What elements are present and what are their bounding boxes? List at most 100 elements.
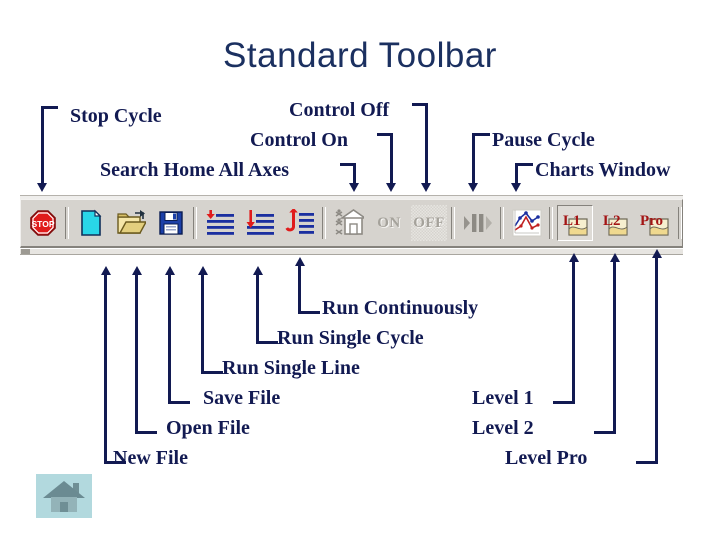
connector-open-file-horizontal [135,431,157,434]
connector-level-pro-vertical [655,258,658,464]
connector-level-pro-arrow [652,249,662,258]
toolbar-button-run-single-line[interactable] [202,205,238,241]
connector-save-file-arrow [165,266,175,275]
connector-control-off-vertical [425,103,428,184]
connector-run-continuously-arrow [295,257,305,266]
pause-cycle-icon [463,212,493,234]
connector-level-1-horizontal [553,401,575,404]
toolbar-separator-6 [549,207,553,239]
toolbar-button-run-single-cycle[interactable] [242,205,278,241]
callout-label-stop-cycle: Stop Cycle [70,105,162,127]
connector-run-single-cycle-vertical [256,275,259,344]
callout-label-level-pro: Level Pro [505,447,588,469]
toolbar-separator-2 [193,207,197,239]
toolbar-rail-bottom [20,249,683,255]
connector-pause-cycle-vertical [472,133,475,184]
connector-new-file-horizontal [104,461,126,464]
connector-pause-cycle-horizontal [472,133,490,136]
callout-label-control-off: Control Off [289,99,390,121]
connector-run-single-line-vertical [201,275,204,374]
toolbar-button-level-pro[interactable]: Pro [637,205,673,241]
connector-save-file-horizontal [168,401,190,404]
connector-level-2-vertical [613,262,616,434]
toolbar-separator-4 [451,207,455,239]
connector-search-home-vertical [353,163,356,184]
connector-new-file-arrow [101,266,111,275]
connector-search-home-horizontal [340,163,356,166]
connector-level-2-arrow [610,253,620,262]
connector-control-off-arrow [421,183,431,192]
toolbar-button-stop[interactable]: STOP [25,205,61,241]
level-1-icon: L1 [560,209,590,237]
toolbar-rail-top [20,195,683,199]
connector-charts-window-vertical [515,163,518,184]
callout-label-save-file: Save File [203,387,281,409]
toolbar-grip[interactable] [21,249,30,254]
connector-level-1-vertical [572,262,575,404]
callout-label-control-on: Control On [250,129,348,151]
home-icon [36,474,92,518]
callout-label-run-continuously: Run Continuously [322,297,479,319]
callout-label-charts-window: Charts Window [535,159,671,181]
run-single-cycle-icon [245,209,275,237]
connector-run-continuously-horizontal [298,311,320,314]
connector-save-file-vertical [168,275,171,404]
connector-control-on-horizontal [377,133,393,136]
charts-window-icon [512,209,542,237]
toolbar-separator-1 [65,207,69,239]
toolbar-separator-5 [500,207,504,239]
toolbar-button-new-file[interactable] [73,205,109,241]
toolbar-button-pause-cycle[interactable] [460,205,496,241]
stop-sign-icon: STOP [29,209,57,237]
callout-label-run-single-line: Run Single Line [222,357,360,379]
connector-new-file-vertical [104,275,107,464]
home-button[interactable] [36,474,92,518]
new-document-icon [78,209,104,237]
open-folder-icon [116,209,146,237]
connector-control-on-arrow [386,183,396,192]
svg-text:L1: L1 [563,213,581,229]
connector-level-pro-horizontal [636,461,658,464]
connector-charts-window-arrow [511,183,521,192]
connector-run-continuously-vertical [298,266,301,314]
connector-level-1-arrow [569,253,579,262]
page-title: Standard Toolbar [223,36,497,75]
connector-level-2-horizontal [594,431,616,434]
run-continuously-icon [285,209,315,237]
connector-search-home-arrow [349,183,359,192]
toolbar-separator-7 [678,207,682,239]
control-on-icon: ON [377,214,401,231]
svg-text:STOP: STOP [32,219,55,229]
callout-label-pause-cycle: Pause Cycle [492,129,595,151]
toolbar-separator-3 [322,207,326,239]
connector-control-on-vertical [390,133,393,184]
toolbar-button-save-file[interactable] [153,205,189,241]
connector-run-single-cycle-horizontal [256,341,278,344]
toolbar-button-open-file[interactable] [113,205,149,241]
toolbar-button-search-home-all-axes[interactable] [331,205,367,241]
callout-label-new-file: New File [113,447,188,469]
toolbar-button-charts-window[interactable] [509,205,545,241]
connector-run-single-cycle-arrow [253,266,263,275]
connector-run-single-line-horizontal [201,371,223,374]
run-single-line-icon [205,209,235,237]
connector-run-single-line-arrow [198,266,208,275]
toolbar-button-control-on[interactable]: ON [371,205,407,241]
callout-label-level-1: Level 1 [472,387,534,409]
toolbar-button-run-continuously[interactable] [282,205,318,241]
toolbar-button-level-1[interactable]: L1 [557,205,593,241]
home-axes-icon [334,209,364,237]
callout-label-run-single-cycle: Run Single Cycle [277,327,424,349]
level-2-icon: L2 [600,209,630,237]
connector-stop-cycle-vertical [41,106,44,184]
floppy-disk-icon [158,210,184,236]
callout-label-search-home: Search Home All Axes [100,159,290,181]
connector-control-off-horizontal [412,103,428,106]
connector-pause-cycle-arrow [468,183,478,192]
toolbar-button-level-2[interactable]: L2 [597,205,633,241]
connector-stop-cycle-horizontal [41,106,58,109]
level-pro-icon: Pro [639,209,671,237]
connector-open-file-vertical [135,275,138,434]
toolbar-button-control-off[interactable]: OFF [411,205,447,241]
